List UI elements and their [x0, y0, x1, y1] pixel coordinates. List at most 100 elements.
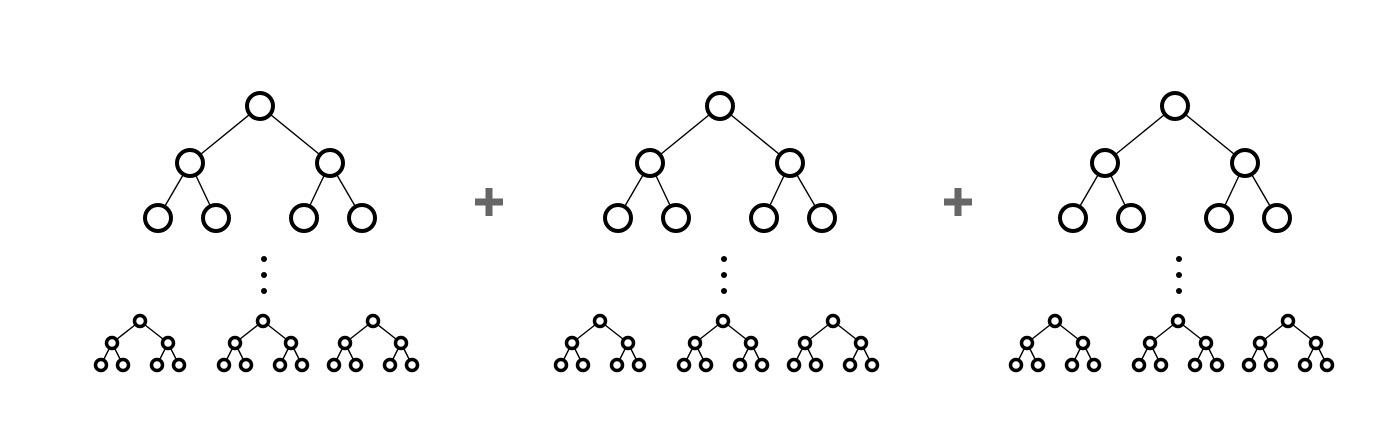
upper-tree	[143, 91, 377, 233]
ellipsis-dot	[1176, 272, 1182, 278]
leaf-node	[864, 357, 880, 373]
tree-edge	[1174, 105, 1246, 164]
root-node	[245, 91, 275, 121]
leaf-node	[631, 357, 647, 373]
leaf-node	[1319, 357, 1335, 373]
upper-tree	[1058, 91, 1292, 233]
leaf-node	[1241, 357, 1257, 373]
root-node	[1170, 313, 1186, 329]
vertical-ellipsis	[721, 256, 727, 294]
leaf-node	[575, 357, 591, 373]
leaf-node	[553, 357, 569, 373]
internal-node	[160, 335, 176, 351]
leaf-node	[676, 357, 692, 373]
internal-node	[1075, 335, 1091, 351]
internal-node	[104, 335, 120, 351]
leaf-node	[1030, 357, 1046, 373]
internal-node	[1230, 148, 1260, 178]
root-node	[1280, 313, 1296, 329]
root-node	[705, 91, 735, 121]
leaf-node	[272, 357, 288, 373]
internal-node	[853, 335, 869, 351]
internal-node	[1198, 335, 1214, 351]
leaf-node	[201, 203, 231, 233]
tree-edge	[259, 105, 331, 164]
tree-edge	[1104, 105, 1176, 164]
leaf-node	[749, 203, 779, 233]
leaf-node	[609, 357, 625, 373]
internal-node	[797, 335, 813, 351]
internal-node	[1308, 335, 1324, 351]
plus-vertical-bar	[954, 188, 962, 216]
leaf-node	[216, 357, 232, 373]
internal-node	[1090, 148, 1120, 178]
leaf-node	[294, 357, 310, 373]
leaf-node	[603, 203, 633, 233]
leaf-node	[115, 357, 131, 373]
ellipsis-dot	[261, 272, 267, 278]
leaf-node	[143, 203, 173, 233]
tree-term-1	[93, 91, 420, 373]
small-tree	[786, 313, 880, 373]
internal-node	[620, 335, 636, 351]
leaf-node	[289, 203, 319, 233]
internal-node	[1252, 335, 1268, 351]
ellipsis-dot	[1176, 256, 1182, 262]
leaf-node	[1209, 357, 1225, 373]
small-tree	[1008, 313, 1102, 373]
leaf-node	[326, 357, 342, 373]
internal-node	[227, 335, 243, 351]
leaf-node	[661, 203, 691, 233]
tree-edge	[189, 105, 261, 164]
root-node	[365, 313, 381, 329]
root-node	[592, 313, 608, 329]
ellipsis-dot	[721, 256, 727, 262]
internal-node	[283, 335, 299, 351]
leaf-node	[1058, 203, 1088, 233]
leaf-node	[149, 357, 165, 373]
leaf-node	[1086, 357, 1102, 373]
internal-node	[1019, 335, 1035, 351]
leaf-node	[1297, 357, 1313, 373]
ellipsis-dot	[721, 272, 727, 278]
leaf-node	[786, 357, 802, 373]
leaf-node	[1262, 203, 1292, 233]
leaf-node	[808, 357, 824, 373]
tree-term-3	[1008, 91, 1335, 373]
tree-edge	[719, 105, 791, 164]
internal-node	[564, 335, 580, 351]
leaf-node	[754, 357, 770, 373]
small-tree	[216, 313, 310, 373]
root-node	[255, 313, 271, 329]
root-node	[132, 313, 148, 329]
leaf-node	[93, 357, 109, 373]
leaf-node	[238, 357, 254, 373]
leaf-node	[1008, 357, 1024, 373]
leaf-node	[698, 357, 714, 373]
upper-tree	[603, 91, 837, 233]
root-node	[715, 313, 731, 329]
vertical-ellipsis	[261, 256, 267, 294]
ellipsis-dot	[721, 288, 727, 294]
internal-node	[1142, 335, 1158, 351]
root-node	[1047, 313, 1063, 329]
internal-node	[337, 335, 353, 351]
leaf-node	[732, 357, 748, 373]
leaf-node	[171, 357, 187, 373]
internal-node	[743, 335, 759, 351]
internal-node	[175, 148, 205, 178]
leaf-node	[382, 357, 398, 373]
leaf-node	[1263, 357, 1279, 373]
root-node	[1160, 91, 1190, 121]
leaf-node	[842, 357, 858, 373]
leaf-node	[1131, 357, 1147, 373]
leaf-node	[1187, 357, 1203, 373]
small-tree	[1131, 313, 1225, 373]
small-tree	[93, 313, 187, 373]
small-tree	[676, 313, 770, 373]
leaf-node	[1204, 203, 1234, 233]
internal-node	[315, 148, 345, 178]
internal-node	[393, 335, 409, 351]
internal-node	[775, 148, 805, 178]
